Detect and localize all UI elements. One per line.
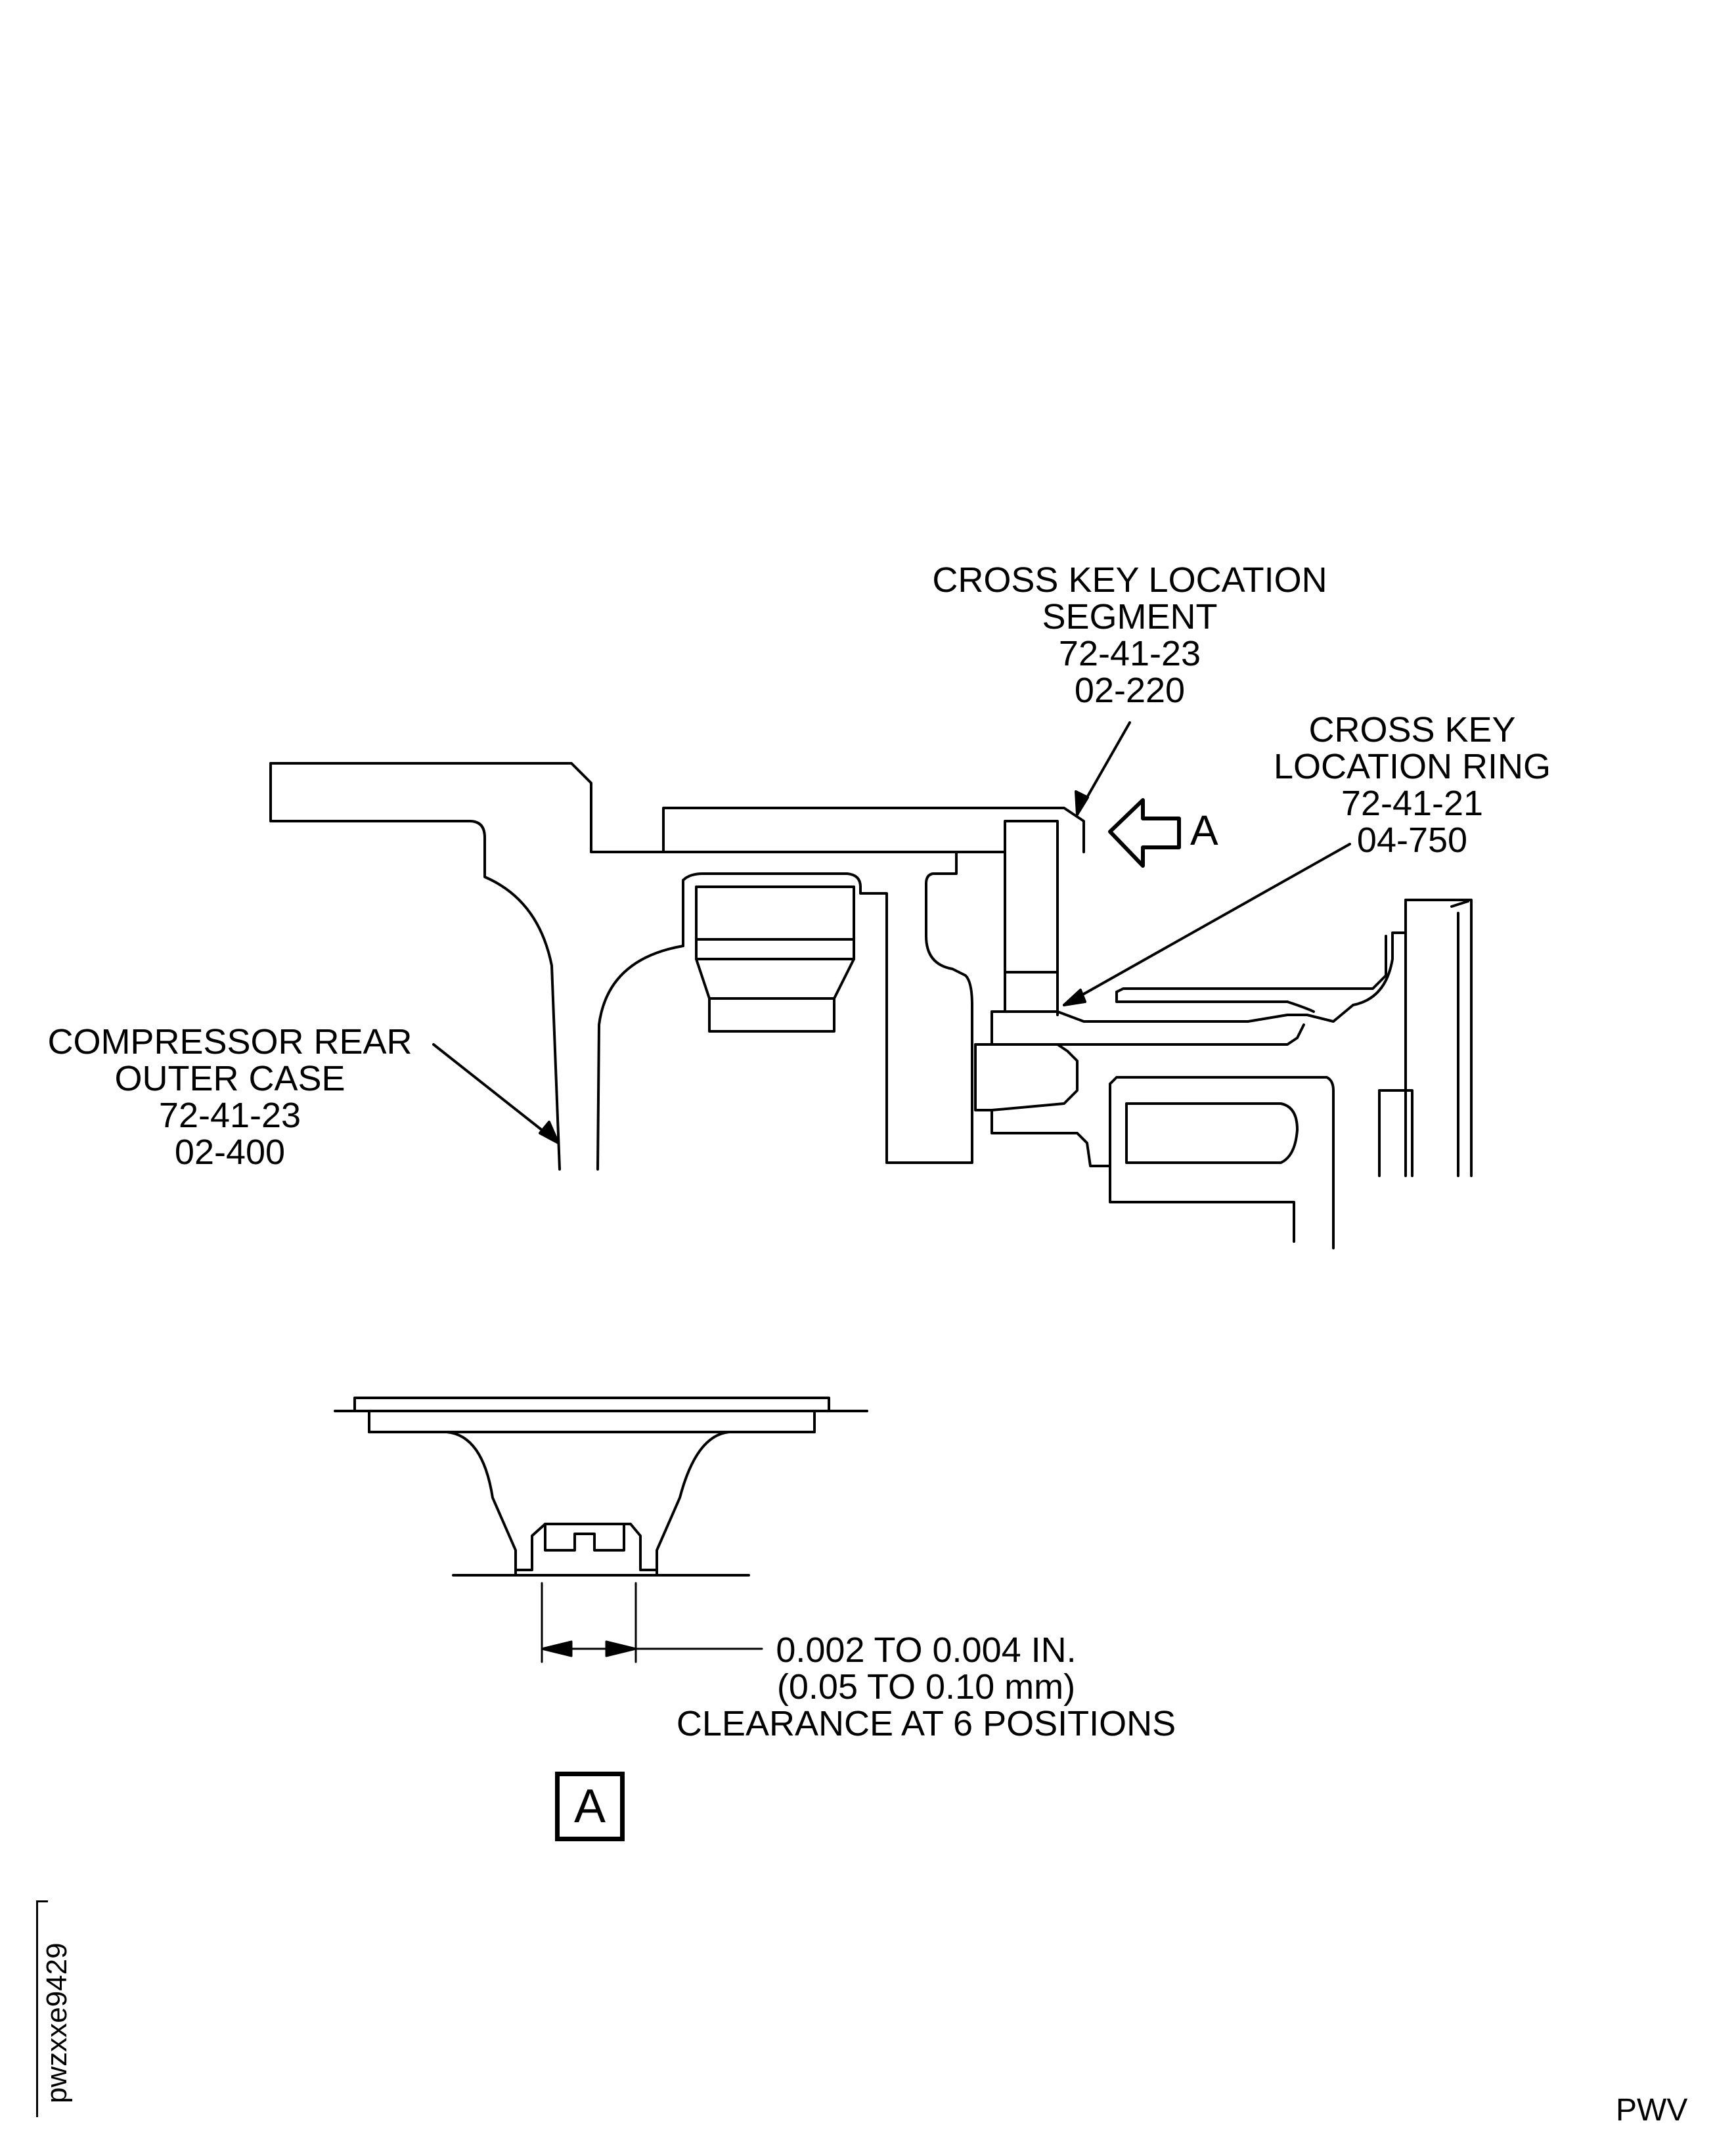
clearance-line1: 0.002 TO 0.004 IN. [776,1630,1077,1670]
drawing-id-bracket [36,1900,38,2117]
view-a-arrow-icon [1108,798,1181,868]
clearance-dimension [541,1582,763,1663]
view-arrow-letter: A [1190,807,1218,854]
ring-callout-line3: 72-41-21 [1341,784,1484,823]
clearance-callout-label: 0.002 TO 0.004 IN. (0.05 TO 0.10 mm) CLE… [644,1632,1209,1742]
segment-callout-line4: 02-220 [1074,671,1186,710]
segment-callout-line1: CROSS KEY LOCATION [932,560,1327,600]
ring-callout-line2: LOCATION RING [1273,747,1551,786]
segment-callout-line3: 72-41-23 [1058,634,1201,673]
ring-flange [1115,935,1387,1013]
section-view-letter: A [573,1780,606,1833]
segment-callout-line2: SEGMENT [1042,597,1218,637]
compressor-rear-outer-case [269,762,921,1171]
outer-liner-wall [1404,899,1473,1177]
lower-stator-parts [990,1076,1413,1249]
cross-key-location-segment [662,807,1085,1016]
ring-callout-line1: CROSS KEY [1308,710,1516,750]
leader-outer-case [432,1043,560,1144]
source-code: PWV [1616,2093,1688,2128]
outer-case-callout-line4: 02-400 [174,1132,286,1172]
outer-case-callout-label: COMPRESSOR REAR OUTER CASE 72-41-23 02-4… [20,1023,440,1171]
outer-case-callout-line2: OUTER CASE [114,1059,345,1098]
ring-callout-label: CROSS KEY LOCATION RING 72-41-21 04-750 [1248,711,1576,859]
leader-segment [1075,721,1131,816]
ring-callout-line4: 04-750 [1356,820,1468,860]
drawing-id: pwzxxe9429 [41,1942,73,2103]
cross-key-location-ring [974,931,1407,1111]
outer-case-callout-line3: 72-41-23 [158,1096,301,1135]
leader-ring [1063,843,1351,1006]
clearance-line3: CLEARANCE AT 6 POSITIONS [676,1704,1176,1743]
section-view-label-box: A [555,1772,625,1841]
bearing-block [695,885,855,1033]
inner-housing [682,851,1006,1164]
outer-case-callout-line1: COMPRESSOR REAR [47,1022,412,1062]
clearance-line2: (0.05 TO 0.10 mm) [776,1667,1076,1707]
drawing-id-bracket-foot [36,1900,48,1902]
segment-callout-label: CROSS KEY LOCATION SEGMENT 72-41-23 02-2… [880,562,1379,709]
section-view-a-part [334,1397,868,1577]
